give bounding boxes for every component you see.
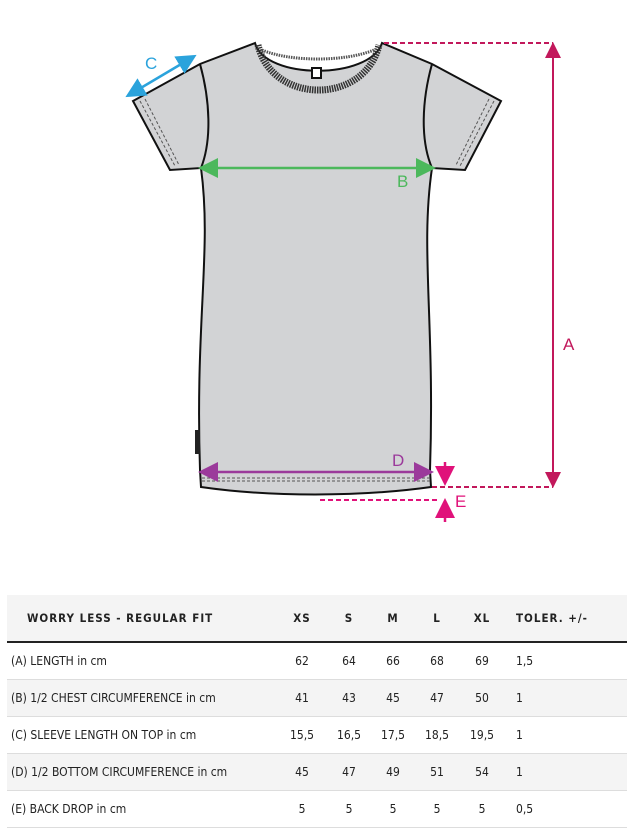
cell-measurement: (A) LENGTH in cm — [7, 642, 278, 680]
header-m: M — [372, 595, 414, 643]
measurement-e: E — [320, 462, 466, 522]
label-b: B — [397, 172, 408, 191]
cell-xs: 15,5 — [278, 716, 326, 754]
cell-l: 68 — [414, 642, 460, 680]
measurement-b: B — [198, 158, 436, 191]
cell-s: 5 — [326, 790, 372, 828]
header-xs: XS — [278, 595, 326, 643]
cell-l: 5 — [414, 790, 460, 828]
cell-s: 47 — [326, 753, 372, 791]
cell-tolerance: 1 — [504, 716, 627, 754]
cell-l: 47 — [414, 679, 460, 717]
cell-measurement: (C) SLEEVE LENGTH ON TOP in cm — [7, 716, 278, 754]
measurement-c: C — [125, 54, 197, 98]
cell-m: 5 — [372, 790, 414, 828]
cell-measurement: (D) 1/2 BOTTOM CIRCUMFERENCE in cm — [7, 753, 278, 791]
cell-measurement: (B) 1/2 CHEST CIRCUMFERENCE in cm — [7, 679, 278, 717]
label-a: A — [563, 335, 575, 354]
cell-xs: 45 — [278, 753, 326, 791]
label-d: D — [392, 451, 404, 470]
cell-m: 17,5 — [372, 716, 414, 754]
cell-measurement: (E) BACK DROP in cm — [7, 790, 278, 828]
measurement-d: D — [198, 451, 434, 482]
cell-tolerance: 0,5 — [504, 790, 627, 828]
cell-l: 51 — [414, 753, 460, 791]
cell-xs: 62 — [278, 642, 326, 680]
cell-l: 18,5 — [414, 716, 460, 754]
cell-m: 66 — [372, 642, 414, 680]
cell-xl: 50 — [460, 679, 504, 717]
header-fit: WORRY LESS - REGULAR FIT — [7, 595, 278, 643]
header-tolerance: TOLER. +/- — [504, 595, 627, 643]
cell-xl: 69 — [460, 642, 504, 680]
cell-xl: 5 — [460, 790, 504, 828]
tshirt-outline — [131, 41, 503, 496]
tshirt-measurement-diagram: A B C D E — [125, 41, 575, 522]
cell-xl: 19,5 — [460, 716, 504, 754]
cell-s: 64 — [326, 642, 372, 680]
cell-s: 16,5 — [326, 716, 372, 754]
cell-s: 43 — [326, 679, 372, 717]
cell-m: 45 — [372, 679, 414, 717]
cell-xs: 41 — [278, 679, 326, 717]
cell-tolerance: 1 — [504, 753, 627, 791]
table-header-row: WORRY LESS - REGULAR FIT XS S M L XL TOL… — [7, 595, 627, 643]
header-s: S — [326, 595, 372, 643]
size-chart-table: WORRY LESS - REGULAR FIT XS S M L XL TOL… — [7, 595, 627, 828]
label-e: E — [455, 492, 466, 511]
cell-m: 49 — [372, 753, 414, 791]
measurement-a: A — [384, 42, 575, 488]
cell-xl: 54 — [460, 753, 504, 791]
cell-tolerance: 1,5 — [504, 642, 627, 680]
cell-tolerance: 1 — [504, 679, 627, 717]
label-c: C — [145, 54, 157, 73]
header-xl: XL — [460, 595, 504, 643]
cell-xs: 5 — [278, 790, 326, 828]
header-l: L — [414, 595, 460, 643]
